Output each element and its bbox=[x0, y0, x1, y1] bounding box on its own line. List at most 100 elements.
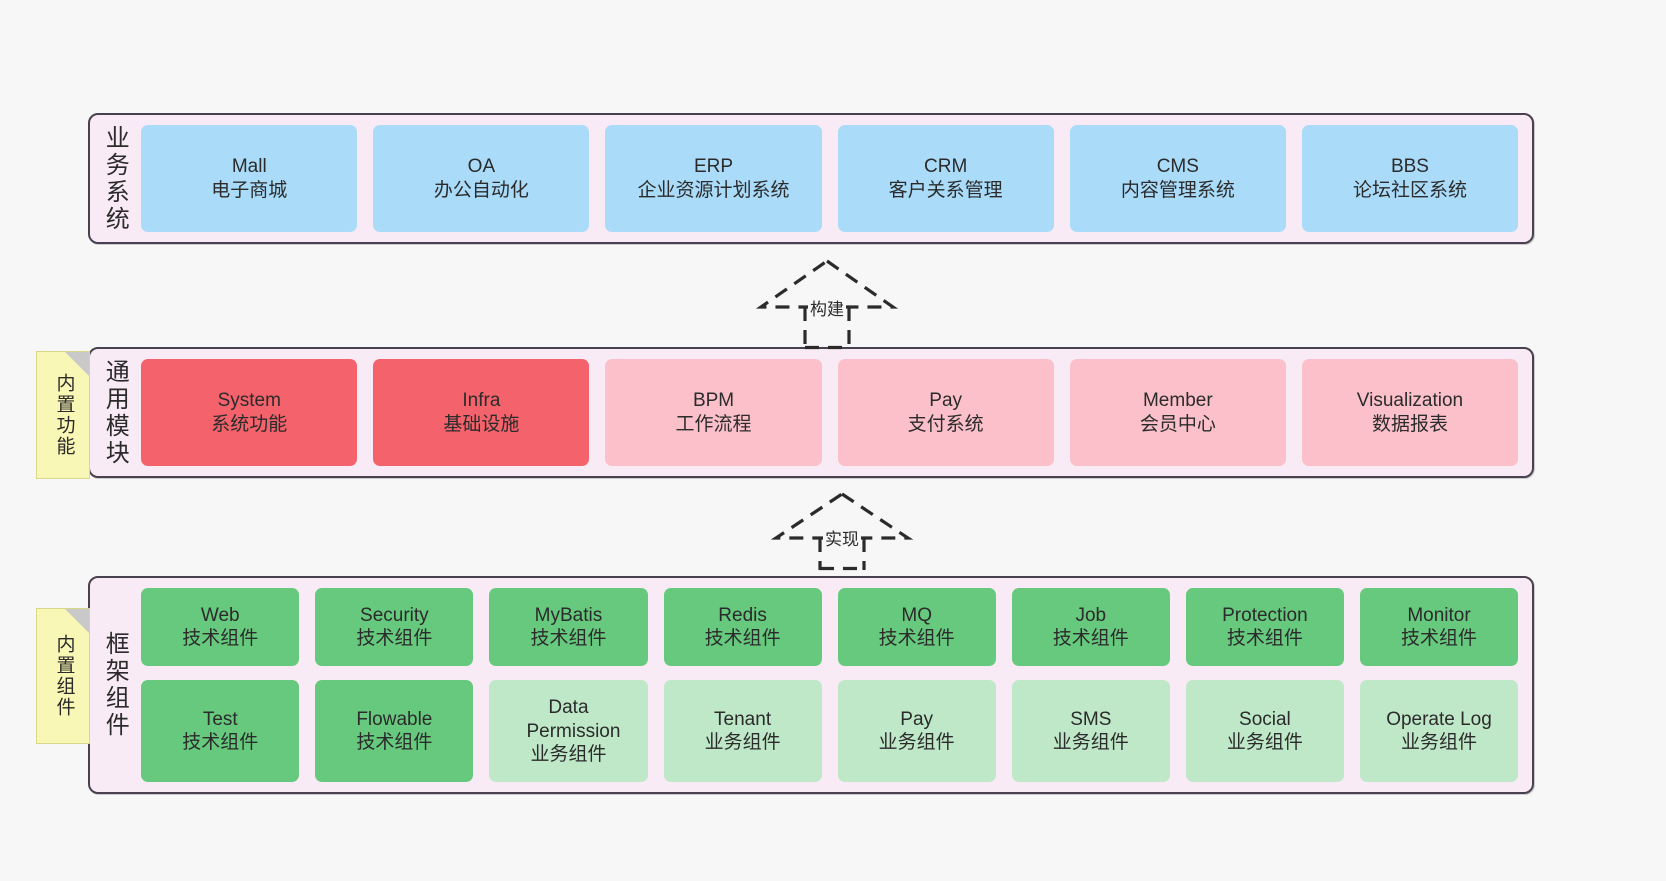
business-card-cms[interactable]: CMS 内容管理系统 bbox=[1069, 125, 1286, 232]
card-title: OA bbox=[467, 156, 496, 178]
card-subtitle: 业务组件 bbox=[1226, 732, 1303, 754]
business-card-mall[interactable]: Mall 电子商城 bbox=[141, 125, 358, 232]
business-system-row: Mall 电子商城 OA 办公自动化 ERP 企业资源计划系统 CRM 客户关系… bbox=[141, 125, 1519, 232]
framework-card-pay[interactable]: Pay 业务组件 bbox=[837, 680, 996, 783]
card-subtitle: 论坛社区系统 bbox=[1352, 179, 1467, 201]
common-card-pay[interactable]: Pay 支付系统 bbox=[837, 359, 1054, 466]
framework-card-flowable[interactable]: Flowable 技术组件 bbox=[315, 680, 474, 783]
common-card-member[interactable]: Member 会员中心 bbox=[1069, 359, 1286, 466]
card-title: MyBatis bbox=[534, 605, 603, 627]
card-subtitle: 技术组件 bbox=[1401, 628, 1478, 650]
business-system-layer-title: 业务系统 bbox=[101, 124, 129, 233]
card-subtitle: 系统功能 bbox=[211, 413, 288, 435]
business-card-crm[interactable]: CRM 客户关系管理 bbox=[837, 125, 1054, 232]
card-title: Social bbox=[1239, 709, 1291, 731]
card-title: ERP bbox=[694, 156, 734, 178]
sticky-note-builtin-features: 内置功能 bbox=[36, 351, 90, 479]
business-card-erp[interactable]: ERP 企业资源计划系统 bbox=[605, 125, 822, 232]
card-subtitle: 会员中心 bbox=[1139, 413, 1216, 435]
card-title: Mall bbox=[231, 156, 267, 178]
card-title: Test bbox=[202, 709, 238, 731]
framework-component-layer-title: 框架组件 bbox=[101, 631, 129, 739]
card-subtitle: 业务组件 bbox=[1401, 732, 1478, 754]
card-subtitle: 技术组件 bbox=[182, 732, 259, 754]
card-subtitle: 支付系统 bbox=[907, 413, 984, 435]
card-title: Infra bbox=[462, 390, 501, 412]
card-subtitle: 技术组件 bbox=[356, 628, 433, 650]
card-subtitle: 数据报表 bbox=[1371, 413, 1448, 435]
card-title: Visualization bbox=[1356, 390, 1464, 412]
business-system-layer: 业务系统 Mall 电子商城 OA 办公自动化 ERP 企业资源计划系统 CRM… bbox=[88, 113, 1534, 244]
connector-implement-label: 实现 bbox=[823, 525, 861, 550]
card-title: Protection bbox=[1222, 605, 1308, 627]
card-title: System bbox=[217, 390, 281, 412]
card-subtitle: 业务组件 bbox=[530, 743, 607, 765]
card-title: Tenant bbox=[714, 709, 772, 731]
common-module-layer-title: 通用模块 bbox=[101, 358, 129, 467]
card-title: CRM bbox=[924, 156, 968, 178]
framework-card-web[interactable]: Web 技术组件 bbox=[141, 588, 300, 667]
card-subtitle: 业务组件 bbox=[1052, 732, 1129, 754]
sticky-note-builtin-components: 内置组件 bbox=[36, 608, 90, 744]
common-module-row: System 系统功能 Infra 基础设施 BPM 工作流程 Pay 支付系统… bbox=[141, 359, 1519, 466]
card-subtitle: 技术组件 bbox=[182, 628, 259, 650]
card-title: Member bbox=[1142, 390, 1213, 412]
framework-card-social[interactable]: Social 业务组件 bbox=[1185, 680, 1344, 783]
common-module-card-area: System 系统功能 Infra 基础设施 BPM 工作流程 Pay 支付系统… bbox=[137, 349, 1532, 476]
sticky-note-label: 内置功能 bbox=[53, 373, 75, 457]
connector-implement: 实现 bbox=[770, 490, 914, 571]
framework-card-monitor[interactable]: Monitor 技术组件 bbox=[1359, 588, 1519, 667]
framework-card-operate-log[interactable]: Operate Log 业务组件 bbox=[1359, 680, 1519, 783]
card-title: BBS bbox=[1390, 156, 1429, 178]
common-card-bpm[interactable]: BPM 工作流程 bbox=[605, 359, 822, 466]
framework-card-test[interactable]: Test 技术组件 bbox=[141, 680, 300, 783]
business-card-bbs[interactable]: BBS 论坛社区系统 bbox=[1301, 125, 1519, 232]
framework-card-security[interactable]: Security 技术组件 bbox=[315, 588, 474, 667]
connector-build: 构建 bbox=[755, 257, 899, 350]
framework-business-row: Test 技术组件 Flowable 技术组件 Data Permission … bbox=[141, 680, 1519, 783]
common-card-visualization[interactable]: Visualization 数据报表 bbox=[1301, 359, 1519, 466]
card-subtitle: 业务组件 bbox=[704, 732, 781, 754]
connector-build-label: 构建 bbox=[808, 295, 846, 320]
framework-card-redis[interactable]: Redis 技术组件 bbox=[663, 588, 822, 667]
common-card-system[interactable]: System 系统功能 bbox=[141, 359, 358, 466]
business-card-oa[interactable]: OA 办公自动化 bbox=[373, 125, 590, 232]
sticky-fold-corner-icon bbox=[65, 352, 89, 376]
card-subtitle: 技术组件 bbox=[1226, 628, 1303, 650]
framework-card-mq[interactable]: MQ 技术组件 bbox=[837, 588, 996, 667]
card-title: Operate Log bbox=[1386, 709, 1492, 731]
sticky-fold-corner-icon bbox=[65, 609, 89, 633]
card-subtitle: 技术组件 bbox=[530, 628, 607, 650]
card-subtitle: 办公自动化 bbox=[433, 179, 529, 201]
card-title: CMS bbox=[1156, 156, 1199, 178]
card-subtitle: 技术组件 bbox=[356, 732, 433, 754]
framework-component-layer: 框架组件 Web 技术组件 Security 技术组件 MyBatis 技术组件… bbox=[88, 576, 1534, 794]
card-title: Data Permission bbox=[526, 697, 621, 742]
card-subtitle: 业务组件 bbox=[878, 732, 955, 754]
framework-tech-row: Web 技术组件 Security 技术组件 MyBatis 技术组件 Redi… bbox=[141, 588, 1519, 667]
card-title: Monitor bbox=[1407, 605, 1471, 627]
card-title: Flowable bbox=[356, 709, 433, 731]
framework-card-sms[interactable]: SMS 业务组件 bbox=[1011, 680, 1170, 783]
card-subtitle: 技术组件 bbox=[704, 628, 781, 650]
card-subtitle: 技术组件 bbox=[878, 628, 955, 650]
common-module-layer: 通用模块 System 系统功能 Infra 基础设施 BPM 工作流程 Pay… bbox=[88, 347, 1534, 478]
card-title: BPM bbox=[692, 390, 735, 412]
framework-card-protection[interactable]: Protection 技术组件 bbox=[1185, 588, 1344, 667]
card-title: Job bbox=[1075, 605, 1107, 627]
framework-card-tenant[interactable]: Tenant 业务组件 bbox=[663, 680, 822, 783]
card-subtitle: 工作流程 bbox=[675, 413, 752, 435]
framework-component-card-area: Web 技术组件 Security 技术组件 MyBatis 技术组件 Redi… bbox=[137, 578, 1532, 792]
framework-card-data-permission[interactable]: Data Permission 业务组件 bbox=[489, 680, 648, 783]
business-system-card-area: Mall 电子商城 OA 办公自动化 ERP 企业资源计划系统 CRM 客户关系… bbox=[137, 115, 1532, 242]
common-card-infra[interactable]: Infra 基础设施 bbox=[373, 359, 590, 466]
card-title: Pay bbox=[900, 709, 934, 731]
framework-card-mybatis[interactable]: MyBatis 技术组件 bbox=[489, 588, 648, 667]
card-subtitle: 企业资源计划系统 bbox=[637, 179, 790, 201]
card-title: Pay bbox=[929, 390, 963, 412]
framework-card-job[interactable]: Job 技术组件 bbox=[1011, 588, 1170, 667]
card-subtitle: 客户关系管理 bbox=[888, 179, 1003, 201]
card-title: SMS bbox=[1070, 709, 1112, 731]
card-title: Redis bbox=[718, 605, 767, 627]
card-subtitle: 内容管理系统 bbox=[1120, 179, 1235, 201]
